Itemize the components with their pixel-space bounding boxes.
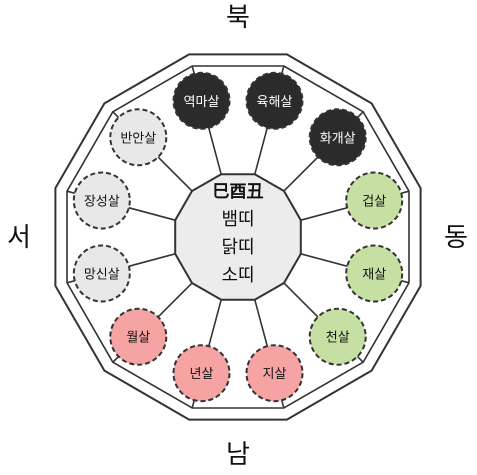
sinsal-node-label: 월살 bbox=[126, 331, 150, 346]
sinsal-node-circle bbox=[308, 307, 367, 366]
direction-east: 동 bbox=[444, 223, 468, 253]
sinsal-node-label: 육해살 bbox=[257, 95, 293, 110]
center-line-3: 소띠 bbox=[221, 265, 254, 286]
sinsal-node-label: 반안살 bbox=[120, 131, 156, 146]
direction-south: 남 bbox=[226, 440, 250, 470]
sinsal-node-circle bbox=[109, 307, 168, 366]
sinsal-node-label: 화개살 bbox=[320, 131, 356, 146]
sinsal-node-circle bbox=[245, 344, 304, 403]
sinsal-node-label: 재살 bbox=[362, 267, 386, 282]
sinsal-node-label: 겁살 bbox=[362, 195, 386, 210]
sinsal-node-circle bbox=[109, 108, 168, 167]
direction-north: 북 bbox=[226, 3, 250, 33]
center-title: 巳酉丑 bbox=[213, 182, 264, 202]
direction-west: 서 bbox=[7, 223, 31, 253]
sinsal-node-circle bbox=[72, 171, 131, 230]
sinsal-node-circle bbox=[345, 244, 404, 303]
sinsal-node-label: 망신살 bbox=[84, 267, 120, 282]
sinsal-node-circle bbox=[245, 71, 304, 130]
sinsal-node-label: 지살 bbox=[263, 367, 287, 382]
sinsal-node-label: 천살 bbox=[326, 331, 350, 346]
sinsal-node-circle bbox=[308, 108, 367, 167]
sinsal-node-circle bbox=[172, 344, 231, 403]
sinsal-node-label: 역마살 bbox=[184, 95, 220, 110]
sinsal-node-circle bbox=[172, 71, 231, 130]
center-line-1: 뱀띠 bbox=[221, 209, 254, 230]
center-hub bbox=[174, 173, 302, 301]
sinsal-node-label: 년살 bbox=[190, 367, 214, 382]
sinsal-node-circle bbox=[345, 171, 404, 230]
center-line-2: 닭띠 bbox=[221, 237, 254, 258]
sinsal-node-label: 장성살 bbox=[84, 195, 120, 210]
sinsal-node-circle bbox=[72, 244, 131, 303]
